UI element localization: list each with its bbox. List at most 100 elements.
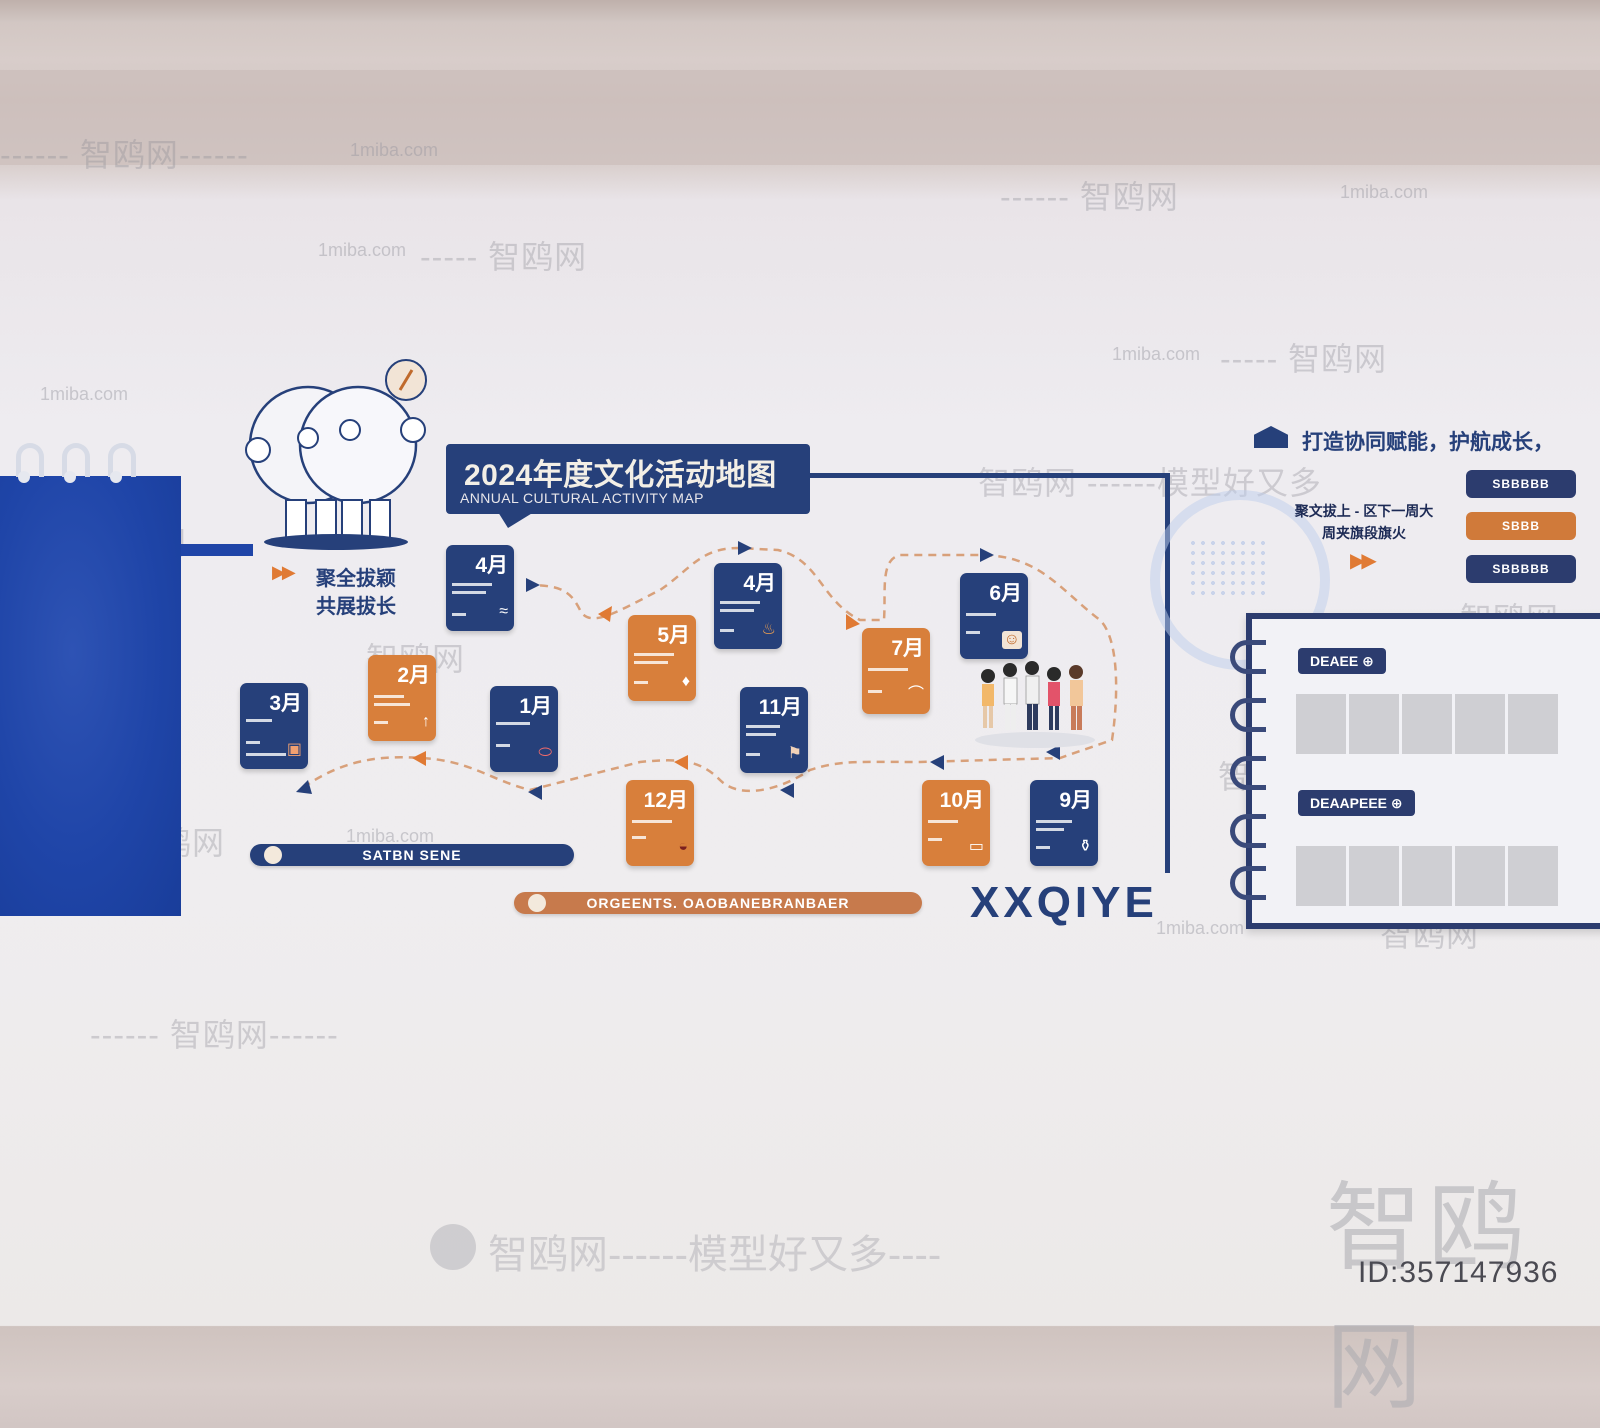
month-card-2: 2月 ↑ [368, 655, 436, 741]
bottle-icon: ⚱ [1078, 838, 1092, 855]
month-card-7: 7月 ⌒ [862, 628, 930, 714]
card-text-line [1036, 828, 1064, 831]
orange-banner-bar: ORGEENTS. OAOBANEBRANBAER [514, 892, 922, 914]
month-label: 4月 [743, 572, 776, 595]
person-icon: ☺ [1001, 631, 1022, 649]
binder-ring [62, 443, 90, 477]
month-card-6: 6月 ☺ [960, 573, 1028, 659]
photo-placeholder [1402, 846, 1452, 906]
card-text-line [246, 753, 286, 756]
page-title: 2024年度文化活动地图 [464, 459, 777, 492]
card-text-line [496, 744, 510, 747]
card-text-line [868, 668, 908, 671]
card-text-line [746, 753, 760, 756]
people-group-illustration [975, 661, 1095, 748]
month-label: 4月 [475, 554, 508, 577]
route-path [296, 541, 1118, 800]
table-icon: ▭ [968, 838, 984, 855]
month-card-10: 10月 ▭ [922, 780, 990, 866]
card-text-line [452, 583, 492, 586]
watermark-text: ----- 智鸥网 [420, 239, 588, 275]
month-label: 2月 [397, 664, 430, 687]
card-text-line [634, 681, 648, 684]
photo-placeholder [1508, 846, 1558, 906]
photo-placeholder [1508, 694, 1558, 754]
mountain-icon: ⌒ [907, 686, 924, 703]
card-text-line [452, 591, 486, 594]
certificate-icon: ▣ [286, 741, 302, 758]
month-label: 10月 [939, 789, 984, 812]
card-text-line [720, 601, 760, 604]
spiral-binding [1230, 640, 1266, 674]
month-card-9: 9月 ⚱ [1030, 780, 1098, 866]
card-text-line [966, 631, 980, 634]
watermark-text: ----- 智鸥网 [1220, 341, 1388, 377]
photo-placeholder [1296, 694, 1346, 754]
navy-banner-bar: SATBN SENE [250, 844, 574, 866]
navy-banner-text: SATBN SENE [362, 847, 462, 863]
ceiling-band-mid [0, 70, 1600, 165]
bowl-icon: ◒ [678, 838, 688, 855]
card-text-line [374, 695, 404, 698]
flame-icon: ♨ [761, 621, 776, 638]
bar-knob [528, 894, 546, 912]
card-text-line [632, 836, 646, 839]
mascot-illustration [245, 359, 427, 550]
ceiling-band-top [0, 0, 1600, 22]
month-card-1: 1月 ⬭ [490, 686, 558, 772]
card-text-line [746, 733, 776, 736]
capsule-icon: ⬭ [538, 744, 552, 761]
month-label: 12月 [643, 789, 688, 812]
watermark-text: ------ 智鸥网------ [0, 137, 249, 173]
spiral-binding [1230, 756, 1266, 790]
binder-ring-hole [64, 471, 76, 483]
month-label: 3月 [269, 692, 302, 715]
title-board: 2024年度文化活动地图 ANNUAL CULTURAL ACTIVITY MA… [446, 444, 810, 514]
right-label-button-1: SBBBBB [1466, 470, 1576, 498]
watermark-text: ------ 智鸥网 [1000, 179, 1179, 215]
right-note: 聚文拔上 - 区下一周大 周夹旗段旗火 [1290, 500, 1438, 544]
building-icon [1254, 426, 1288, 448]
arrow-up-icon: ↑ [422, 713, 430, 730]
connector-line [181, 544, 253, 556]
play-arrows-icon: ▶▶ [272, 562, 296, 582]
binder-ring [108, 443, 136, 477]
notebook-tag-2: DEAAPEEE ⊕ [1298, 790, 1415, 816]
photo-placeholder [1296, 846, 1346, 906]
card-text-line [496, 722, 530, 725]
month-card-5: 5月 ♦ [628, 615, 696, 701]
card-text-line [374, 703, 410, 706]
frame-line-top [810, 473, 1170, 478]
page-subtitle: ANNUAL CULTURAL ACTIVITY MAP [460, 490, 704, 506]
watermark-text: 智鸥网 ------模型好又多 [978, 465, 1322, 501]
card-text-line [634, 653, 674, 656]
card-text-line [634, 661, 668, 664]
dot-grid-pattern [1188, 538, 1268, 598]
card-text-line [928, 838, 942, 841]
watermark-site: 1miba.com [1112, 344, 1201, 364]
watermark-site: 1miba.com [350, 140, 439, 160]
spiral-binding [1230, 698, 1266, 732]
card-text-line [746, 725, 780, 728]
month-label: 6月 [989, 582, 1022, 605]
card-text-line [1036, 820, 1072, 823]
photo-placeholder [1455, 694, 1505, 754]
month-card-12: 12月 ◒ [626, 780, 694, 866]
right-note-line-2: 周夹旗段旗火 [1322, 525, 1406, 541]
binder-ring-hole [18, 471, 30, 483]
photo-placeholder [1349, 694, 1399, 754]
watermark-site: 1miba.com [1340, 182, 1429, 202]
frame-line-right [1165, 473, 1170, 873]
right-headline: 打造协同赋能，护航成长， [1302, 431, 1554, 454]
slogan-line-1: 聚全拔颖 [316, 568, 396, 590]
card-text-line [720, 609, 754, 612]
photo-placeholder [1402, 694, 1452, 754]
spiral-binding [1230, 814, 1266, 848]
watermark-text: ------ 智鸥网------ [90, 1017, 339, 1053]
card-text-line [452, 613, 466, 616]
watermark-slogan: 智鸥网------模型好又多---- [488, 1233, 942, 1277]
card-text-line [720, 629, 734, 632]
month-card-3: 3月 ▣ [240, 683, 308, 769]
photo-placeholder [1349, 846, 1399, 906]
play-arrows-icon: ▶▶ [1350, 550, 1377, 572]
